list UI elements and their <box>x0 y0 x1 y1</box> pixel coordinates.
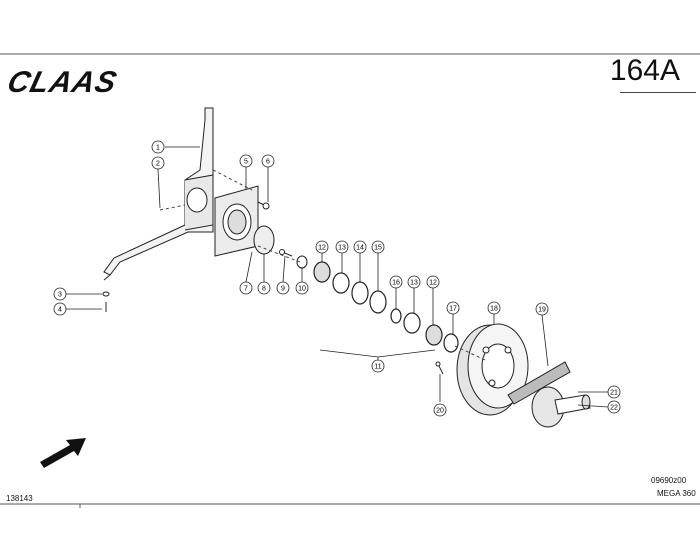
callout-13a: 13 <box>338 245 346 252</box>
page-number-underline <box>620 92 696 93</box>
callout-13b: 13 <box>410 280 418 287</box>
leader-lines <box>66 146 609 408</box>
callout-5: 5 <box>244 159 248 166</box>
callout-14: 14 <box>356 245 364 252</box>
callout-3: 3 <box>58 292 62 299</box>
assembly-centerlines <box>159 169 486 361</box>
nut-and-bolt <box>102 291 110 312</box>
v-belt <box>507 361 571 405</box>
callout-markers <box>53 140 621 417</box>
callout-6: 6 <box>266 159 270 166</box>
callout-21: 21 <box>610 390 618 397</box>
callout-16: 16 <box>392 280 400 287</box>
small-bolt <box>279 249 293 257</box>
callout-18: 18 <box>490 306 498 313</box>
callout-1: 1 <box>156 145 160 152</box>
callout-20: 20 <box>436 408 444 415</box>
arrow-up-right-icon <box>40 438 86 468</box>
document-number: 138143 <box>6 494 33 503</box>
callout-12b: 12 <box>429 280 437 287</box>
pulley <box>456 323 529 416</box>
callout-19: 19 <box>538 307 546 314</box>
bearing-stack <box>313 261 459 353</box>
callout-15: 15 <box>374 245 382 252</box>
callout-12a: 12 <box>318 245 326 252</box>
housing-plate <box>214 185 259 257</box>
model-name: MEGA 360 <box>657 489 696 498</box>
cover-disc <box>253 225 275 255</box>
washer <box>296 255 308 269</box>
callout-17: 17 <box>449 306 457 313</box>
hub-with-shaft <box>531 386 591 428</box>
page-number: 164A <box>609 54 680 87</box>
set-screw <box>435 361 444 375</box>
callout-8: 8 <box>262 286 266 293</box>
brand-logo: CLAAS <box>4 66 121 99</box>
callout-22: 22 <box>610 405 618 412</box>
callout-7: 7 <box>244 286 248 293</box>
drawing-code: 09690z00 <box>651 476 687 485</box>
callout-2: 2 <box>156 161 160 168</box>
callout-4: 4 <box>58 307 62 314</box>
bracket-part <box>103 107 214 281</box>
mounting-bolt <box>257 201 270 210</box>
callout-11: 11 <box>374 364 381 371</box>
callout-9: 9 <box>281 286 285 293</box>
callout-10: 10 <box>298 286 306 293</box>
